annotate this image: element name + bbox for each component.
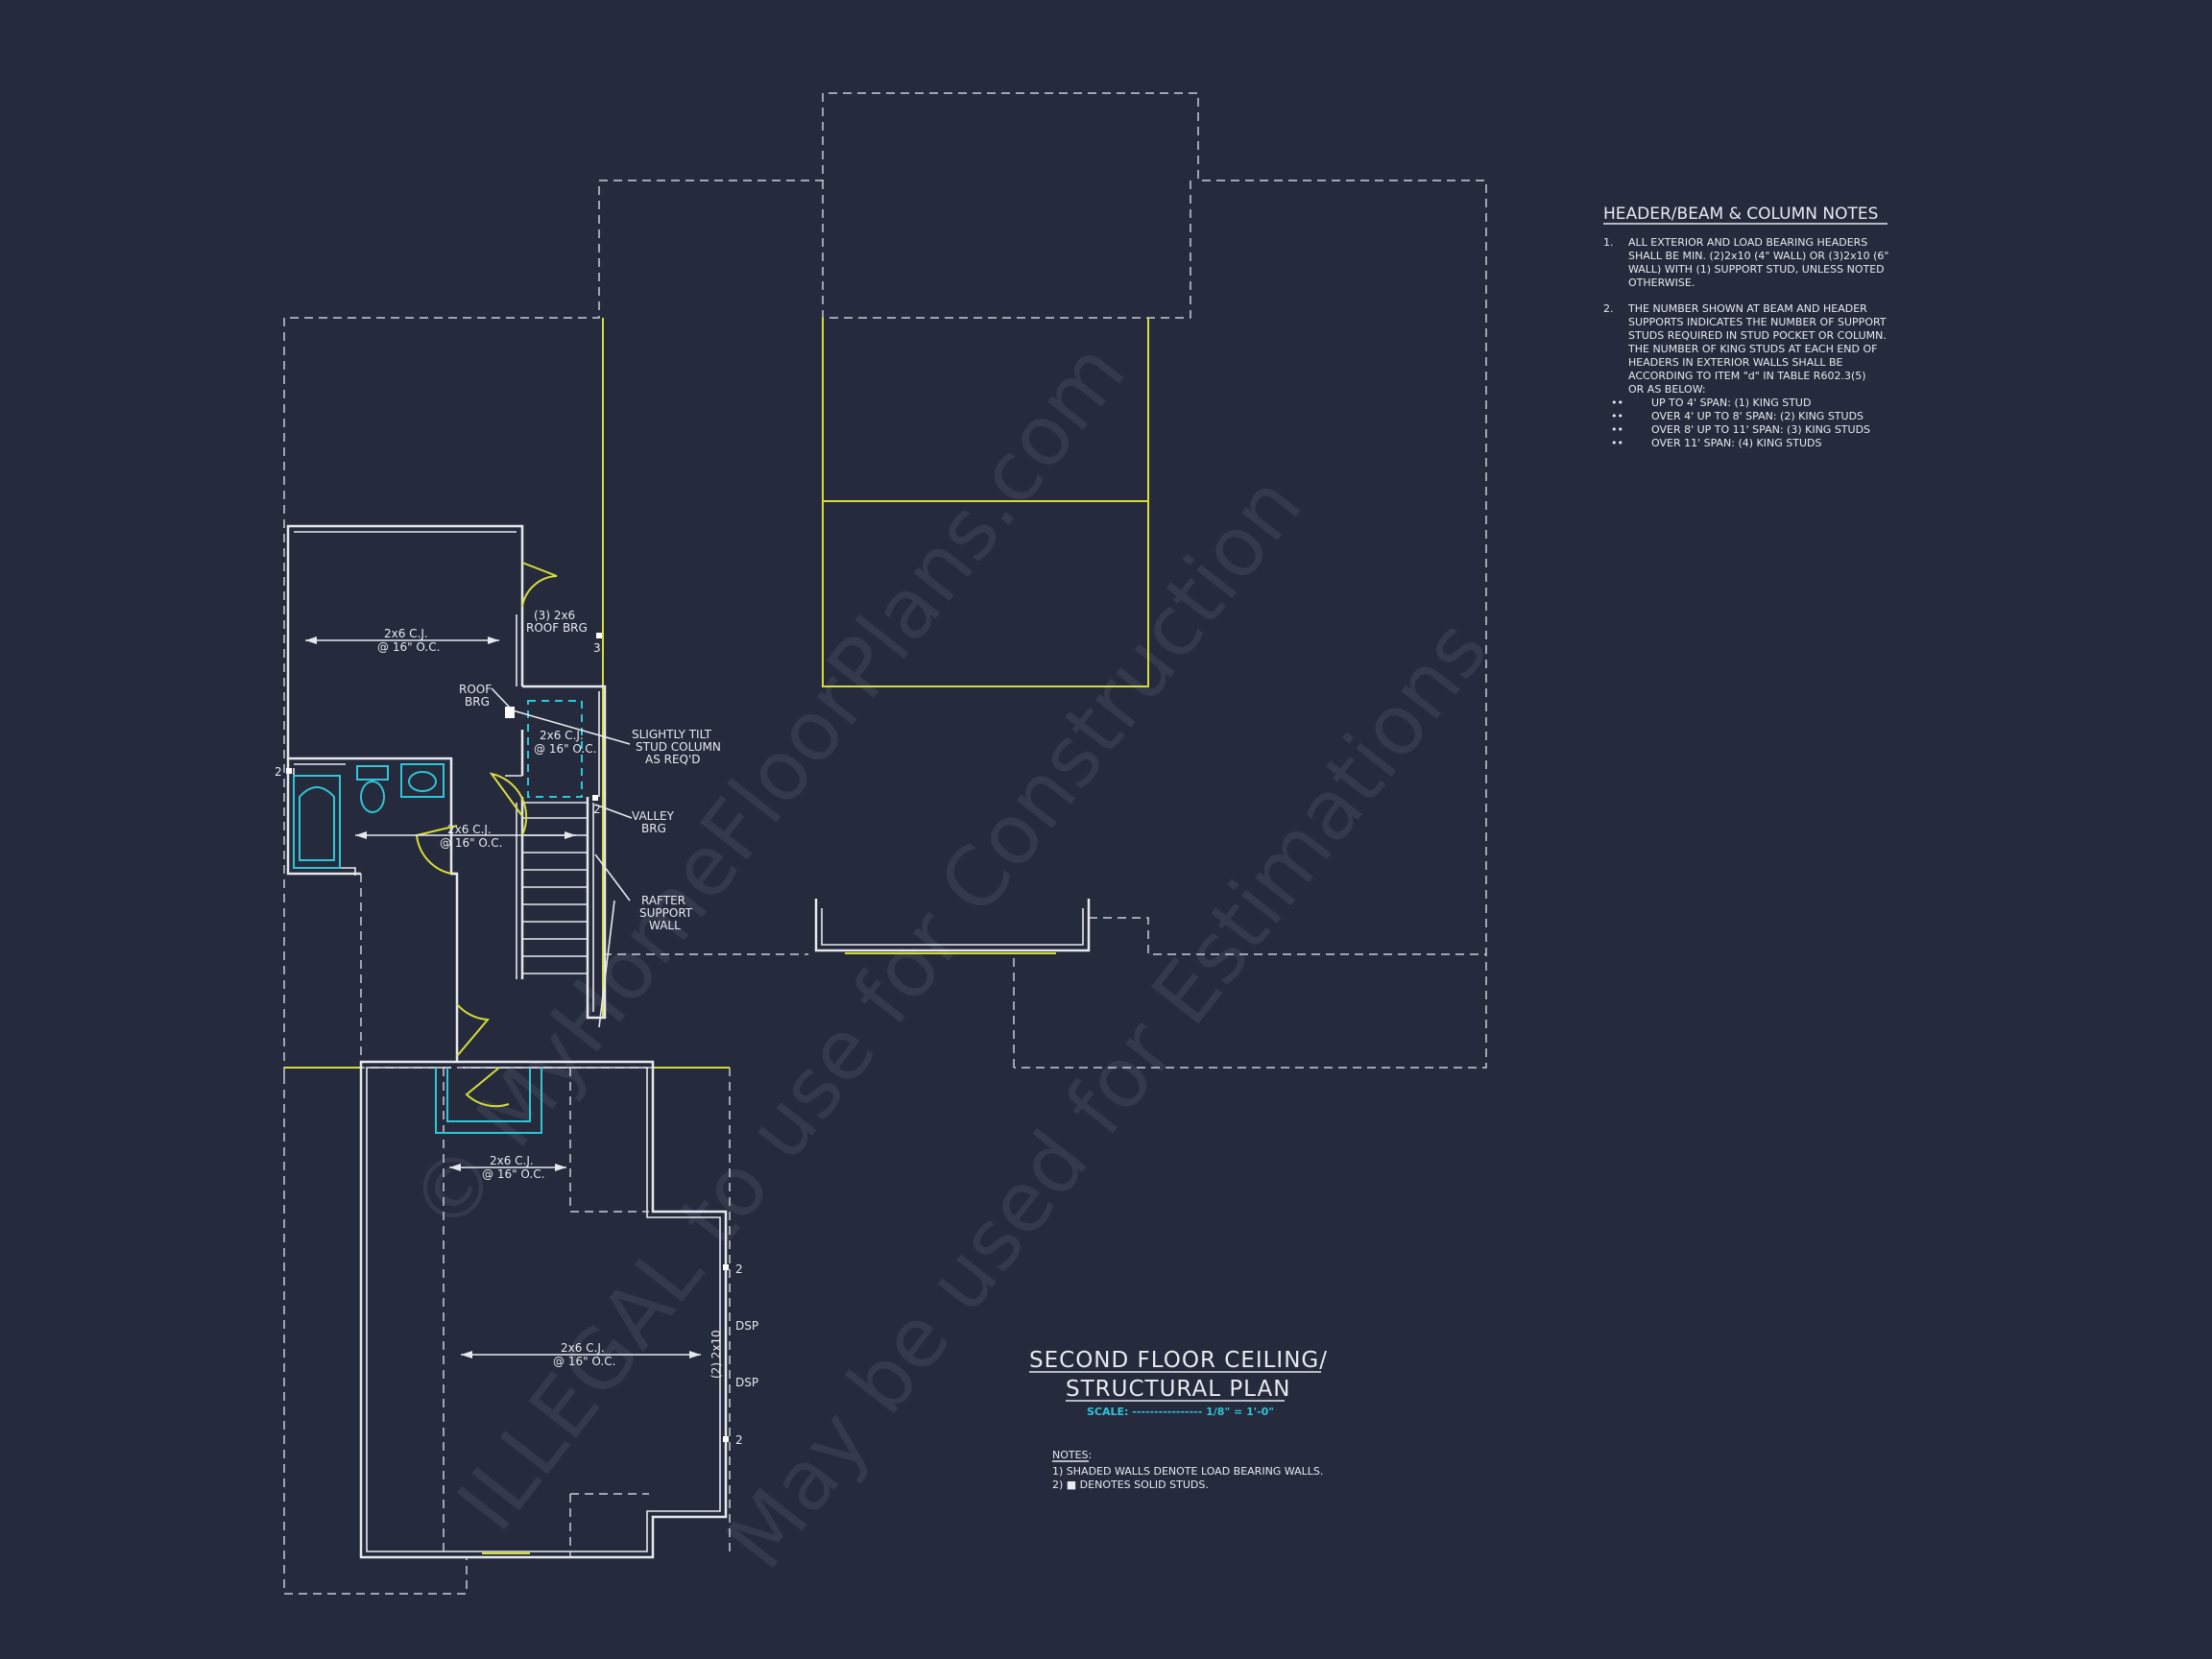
valley-brg-count: 2 — [593, 803, 601, 816]
header-notes-title: HEADER/BEAM & COLUMN NOTES — [1603, 204, 1878, 224]
stair-treads — [522, 802, 588, 974]
bath-fixtures — [293, 700, 583, 1134]
joist-label-d-spacing: @ 16" O.C. — [482, 1167, 544, 1181]
valley-brg-line-1: VALLEY — [632, 809, 675, 823]
solid-studs — [286, 633, 729, 1442]
joist-label-b-spacing: @ 16" O.C. — [534, 742, 596, 756]
joist-label-e-size: 2x6 C.J. — [561, 1341, 605, 1355]
drawing-notes-heading: NOTES: — [1052, 1449, 1092, 1461]
note-2-line-6: ACCORDING TO ITEM "d" IN TABLE R602.3(5) — [1628, 370, 1866, 382]
note-1-line-2: SHALL BE MIN. (2)2x10 (4" WALL) OR (3)2x… — [1628, 250, 1889, 262]
note-2-line-5: HEADERS IN EXTERIOR WALLS SHALL BE — [1628, 356, 1843, 369]
bullet-3: OVER 8' UP TO 11' SPAN: (3) KING STUDS — [1651, 423, 1870, 436]
roof-brg-3-count: 3 — [593, 641, 601, 655]
note-1-number: 1. — [1603, 236, 1614, 249]
note-2-line-1: THE NUMBER SHOWN AT BEAM AND HEADER — [1627, 302, 1867, 315]
note-2-line-7: OR AS BELOW: — [1628, 383, 1706, 396]
tilt-note-line-2: STUD COLUMN — [636, 740, 721, 754]
drawing-scale: SCALE: ---------------- 1/8" = 1'-0" — [1087, 1406, 1274, 1418]
sink — [408, 771, 437, 792]
note-2-line-3: STUDS REQUIRED IN STUD POCKET OR COLUMN. — [1628, 329, 1887, 342]
note-2-line-4: THE NUMBER OF KING STUDS AT EACH END OF — [1627, 343, 1877, 355]
stud-count-bottom: 2 — [735, 1433, 743, 1447]
dimension-arrows — [305, 637, 701, 1358]
joist-label-d-size: 2x6 C.J. — [490, 1154, 534, 1167]
bullet-1: UP TO 4' SPAN: (1) KING STUD — [1651, 397, 1811, 409]
tilt-note-line-3: AS REQ'D — [645, 753, 701, 766]
drawing-note-2: 2) ■ DENOTES SOLID STUDS. — [1052, 1479, 1209, 1491]
header-beam-notes: HEADER/BEAM & COLUMN NOTES 1. ALL EXTERI… — [1603, 204, 1889, 449]
drawing-title-block: SECOND FLOOR CEILING/ STRUCTURAL PLAN SC… — [1029, 1348, 1328, 1491]
bath-stud-count: 2 — [275, 765, 282, 779]
bullet-2: OVER 4' UP TO 8' SPAN: (2) KING STUDS — [1651, 410, 1863, 422]
drawing-title-line-1: SECOND FLOOR CEILING/ — [1029, 1348, 1328, 1373]
joist-label-e-spacing: @ 16" O.C. — [553, 1355, 615, 1368]
bullet-marker-3: •• — [1611, 423, 1623, 436]
rafter-wall-line-1: RAFTER — [641, 894, 685, 907]
toilet-tank — [356, 765, 389, 781]
rafter-wall-line-3: WALL — [649, 919, 681, 932]
note-1-line-4: OTHERWISE. — [1628, 276, 1695, 289]
roof-brg-3-line-2: ROOF BRG — [526, 621, 588, 635]
roof-brg-3-line-1: (3) 2x6 — [534, 609, 575, 622]
joist-label-b-size: 2x6 C.J. — [540, 729, 584, 742]
tilt-note-line-1: SLIGHTLY TILT — [632, 728, 712, 741]
bullet-marker-4: •• — [1611, 437, 1623, 449]
note-1-line-1: ALL EXTERIOR AND LOAD BEARING HEADERS — [1628, 236, 1867, 249]
joist-label-c-size: 2x6 C.J. — [447, 823, 492, 836]
bullet-4: OVER 11' SPAN: (4) KING STUDS — [1651, 437, 1821, 449]
dsp-bottom: DSP — [735, 1376, 758, 1389]
note-2-number: 2. — [1603, 302, 1614, 315]
roof-brg-line-2: BRG — [465, 695, 490, 709]
bullet-marker-1: •• — [1611, 397, 1623, 409]
valley-brg-line-2: BRG — [641, 822, 666, 835]
bullet-marker-2: •• — [1611, 410, 1623, 422]
stud-count-top: 2 — [735, 1262, 743, 1276]
toilet-bowl — [360, 781, 385, 813]
dsp-top: DSP — [735, 1319, 758, 1333]
bathtub — [293, 775, 341, 869]
joist-label-c-spacing: @ 16" O.C. — [440, 836, 502, 850]
joist-label-a-size: 2x6 C.J. — [384, 627, 428, 640]
plan-labels: 2x6 C.J. @ 16" O.C. (3) 2x6 ROOF BRG 3 R… — [275, 609, 758, 1447]
walls — [286, 524, 1091, 1559]
header-size-label: (2) 2x10 — [709, 1330, 723, 1379]
rafter-wall-line-2: SUPPORT — [639, 906, 693, 920]
roof-brg-line-1: ROOF — [459, 683, 492, 696]
drawing-note-1: 1) SHADED WALLS DENOTE LOAD BEARING WALL… — [1052, 1465, 1323, 1478]
drawing-title-line-2: STRUCTURAL PLAN — [1066, 1377, 1290, 1402]
joist-label-a-spacing: @ 16" O.C. — [377, 640, 440, 654]
note-2-line-2: SUPPORTS INDICATES THE NUMBER OF SUPPORT — [1628, 316, 1887, 328]
note-1-line-3: WALL) WITH (1) SUPPORT STUD, UNLESS NOTE… — [1628, 263, 1885, 276]
door-swings — [415, 562, 558, 1108]
vanity — [400, 763, 445, 798]
